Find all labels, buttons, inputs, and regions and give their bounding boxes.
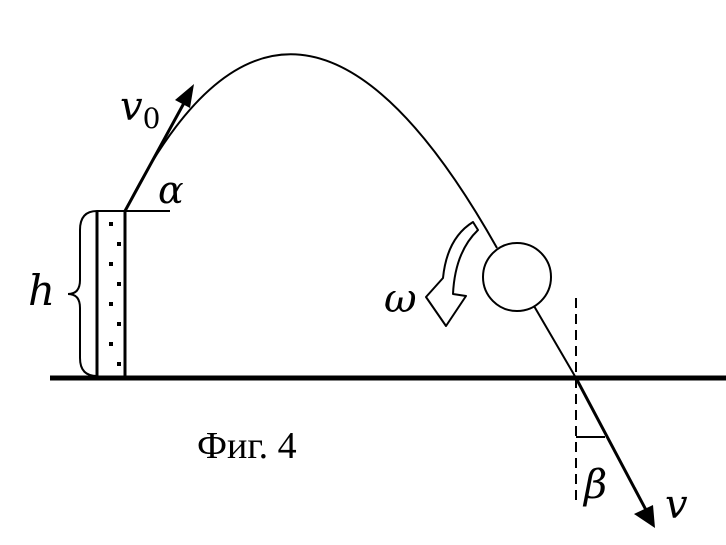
label-v0-subscript: 0	[143, 102, 161, 135]
label-v: v	[665, 482, 688, 528]
final-velocity-arrowhead	[634, 505, 655, 528]
label-omega: ω	[384, 276, 417, 322]
tower	[95, 210, 127, 378]
label-alpha: α	[158, 168, 184, 212]
figure-caption: Фиг. 4	[197, 425, 297, 467]
label-h: h	[28, 266, 55, 315]
label-beta: β	[582, 462, 607, 508]
trajectory-line-lower	[533, 305, 577, 379]
initial-velocity-arrowhead	[175, 84, 194, 108]
trajectory-curve	[124, 53, 498, 249]
height-brace	[67, 210, 98, 377]
ball	[482, 242, 552, 312]
label-v0: v0	[120, 84, 160, 135]
final-velocity-arrow	[574, 377, 648, 511]
rotation-arrow-icon	[425, 221, 479, 327]
